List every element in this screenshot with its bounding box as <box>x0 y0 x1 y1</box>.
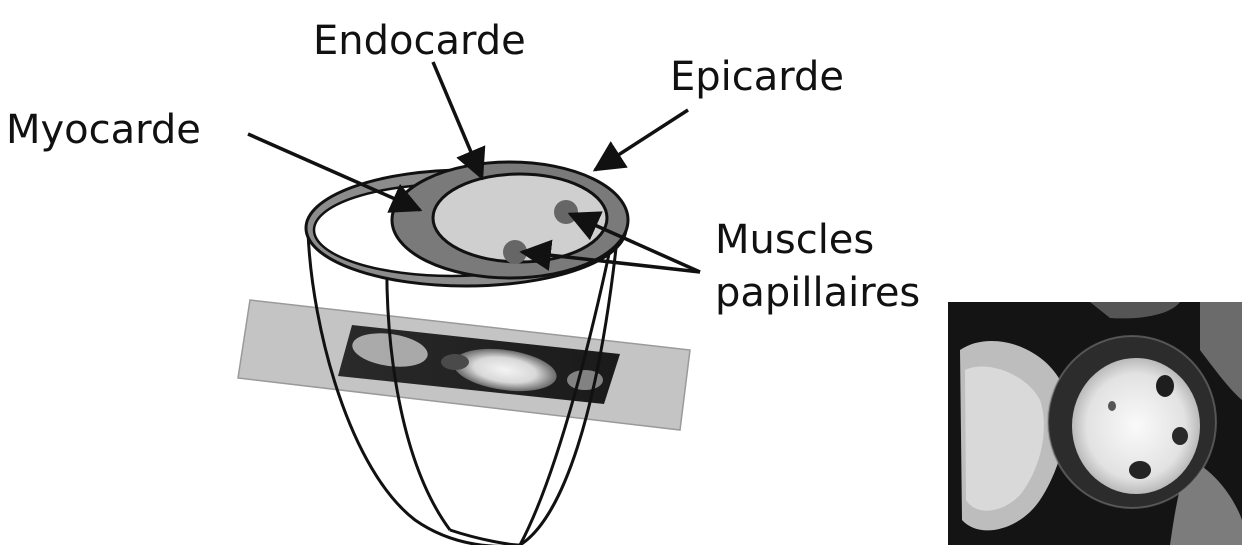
label-papillaires: papillaires <box>715 270 920 316</box>
mri-short-axis-image <box>948 302 1242 545</box>
label-myocarde: Myocarde <box>6 107 201 153</box>
arrow-endocarde <box>433 62 482 178</box>
papillary-muscle-1 <box>554 200 578 224</box>
arrow-epicarde <box>595 110 688 170</box>
label-muscles: Muscles <box>715 217 874 263</box>
label-epicarde: Epicarde <box>670 54 844 100</box>
label-endocarde: Endocarde <box>313 18 526 64</box>
